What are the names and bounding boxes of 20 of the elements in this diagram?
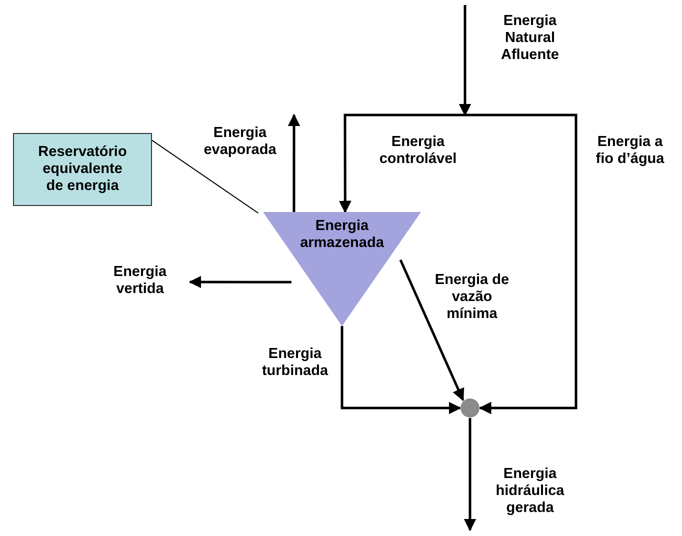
leader-line: [152, 140, 259, 214]
edge-label: Energia evaporada: [202, 125, 278, 159]
edge-label: Energia vertida: [112, 264, 168, 298]
arrow: [464, 418, 476, 532]
arrow: [338, 114, 465, 214]
arrow: [340, 326, 462, 414]
arrow: [458, 5, 472, 116]
edge-label: Energia a fio d’água: [594, 134, 666, 168]
arrow: [465, 114, 578, 414]
arrow: [399, 259, 464, 402]
edge-label: Energia hidráulica gerada: [494, 466, 566, 517]
edge-label: Energia controlável: [378, 134, 458, 168]
arrow: [188, 276, 292, 288]
arrow: [288, 114, 300, 212]
flow-label: Energia Natural Afluente: [500, 13, 560, 64]
node-label: Energia armazenada: [299, 218, 385, 252]
reservoir-box: [13, 133, 152, 206]
node-label: Reservatório equivalente de energia: [37, 144, 128, 195]
edge-label: Energia turbinada: [260, 346, 330, 380]
edge-label: Energia de vazão mínima: [434, 272, 510, 323]
